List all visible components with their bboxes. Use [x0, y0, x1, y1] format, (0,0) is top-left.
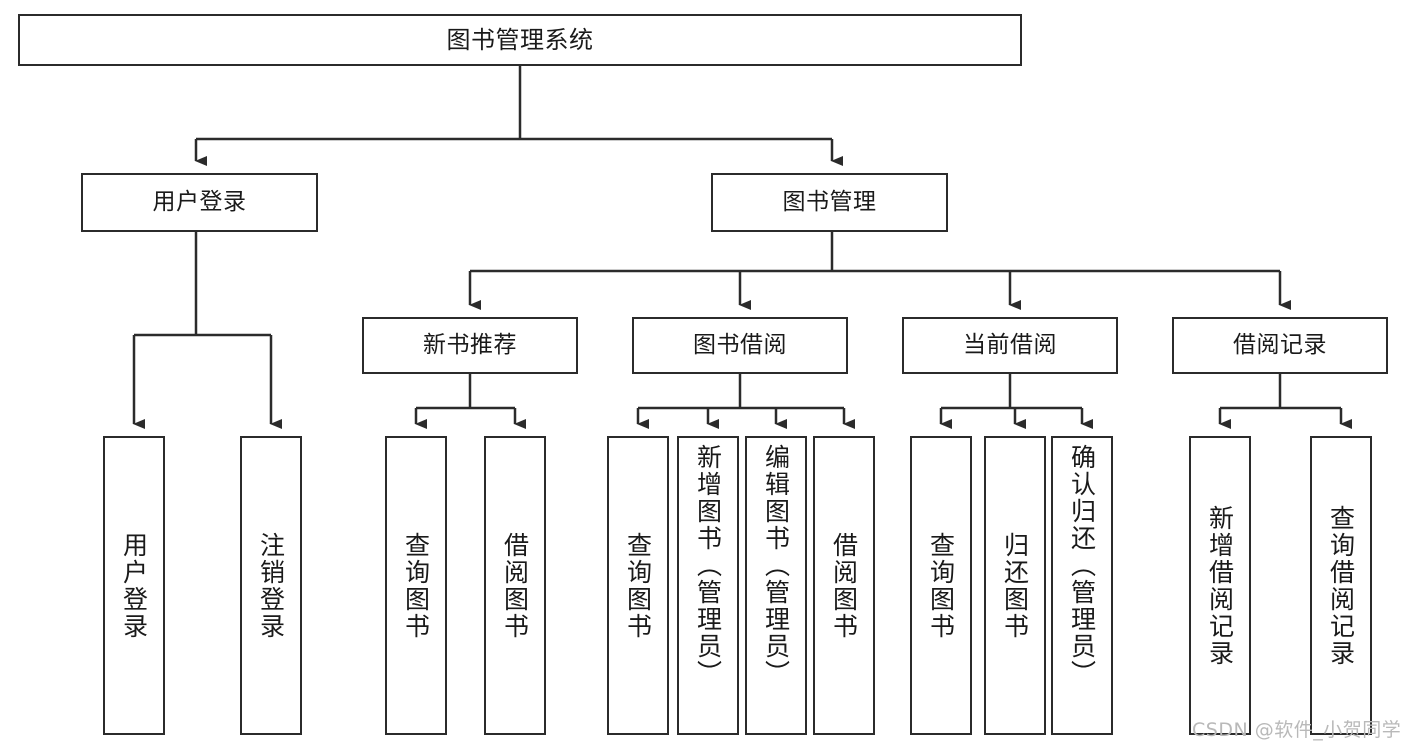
- node-leaf-query-book-3[interactable]: 查询图书: [910, 436, 972, 735]
- node-user-login-label: 用户登录: [152, 188, 247, 215]
- node-root[interactable]: 图书管理系统: [18, 14, 1022, 66]
- node-leaf-borrow-book-2-label: 借阅图书: [829, 531, 859, 640]
- node-leaf-user-logout-label: 注销登录: [256, 531, 286, 640]
- node-book-borrow[interactable]: 图书借阅: [632, 317, 848, 374]
- node-leaf-add-book[interactable]: 新增图书（管理员）: [677, 436, 739, 735]
- node-leaf-user-logout[interactable]: 注销登录: [240, 436, 302, 735]
- node-leaf-confirm-return-label: 确认归还（管理员）: [1067, 444, 1097, 687]
- node-root-label: 图书管理系统: [446, 25, 594, 54]
- node-leaf-borrow-book-2[interactable]: 借阅图书: [813, 436, 875, 735]
- node-leaf-edit-book[interactable]: 编辑图书（管理员）: [745, 436, 807, 735]
- node-leaf-borrow-book-1-label: 借阅图书: [500, 531, 530, 640]
- node-leaf-query-book-2[interactable]: 查询图书: [607, 436, 669, 735]
- node-leaf-query-record[interactable]: 查询借阅记录: [1310, 436, 1372, 735]
- node-current-borrow-label: 当前借阅: [963, 331, 1057, 358]
- node-leaf-query-book-2-label: 查询图书: [623, 531, 653, 640]
- watermark-text: CSDN @软件_小贺同学: [1192, 719, 1402, 741]
- node-leaf-query-record-label: 查询借阅记录: [1326, 504, 1356, 667]
- node-leaf-query-book-1[interactable]: 查询图书: [385, 436, 447, 735]
- node-new-book-rec[interactable]: 新书推荐: [362, 317, 578, 374]
- node-leaf-add-record-label: 新增借阅记录: [1205, 504, 1235, 667]
- node-leaf-user-login[interactable]: 用户登录: [103, 436, 165, 735]
- node-borrow-record-label: 借阅记录: [1233, 331, 1327, 358]
- node-leaf-user-login-label: 用户登录: [119, 531, 149, 640]
- node-book-manage-label: 图书管理: [782, 188, 877, 215]
- node-leaf-borrow-book-1[interactable]: 借阅图书: [484, 436, 546, 735]
- node-leaf-return-book-label: 归还图书: [1000, 531, 1030, 640]
- node-book-manage[interactable]: 图书管理: [711, 173, 948, 232]
- node-leaf-return-book[interactable]: 归还图书: [984, 436, 1046, 735]
- node-leaf-edit-book-label: 编辑图书（管理员）: [761, 444, 791, 687]
- node-new-book-rec-label: 新书推荐: [423, 331, 517, 358]
- node-leaf-add-book-label: 新增图书（管理员）: [693, 444, 723, 687]
- node-leaf-query-book-3-label: 查询图书: [926, 531, 956, 640]
- node-book-borrow-label: 图书借阅: [693, 331, 787, 358]
- node-leaf-query-book-1-label: 查询图书: [401, 531, 431, 640]
- node-leaf-confirm-return[interactable]: 确认归还（管理员）: [1051, 436, 1113, 735]
- node-current-borrow[interactable]: 当前借阅: [902, 317, 1118, 374]
- node-borrow-record[interactable]: 借阅记录: [1172, 317, 1388, 374]
- node-leaf-add-record[interactable]: 新增借阅记录: [1189, 436, 1251, 735]
- node-user-login[interactable]: 用户登录: [81, 173, 318, 232]
